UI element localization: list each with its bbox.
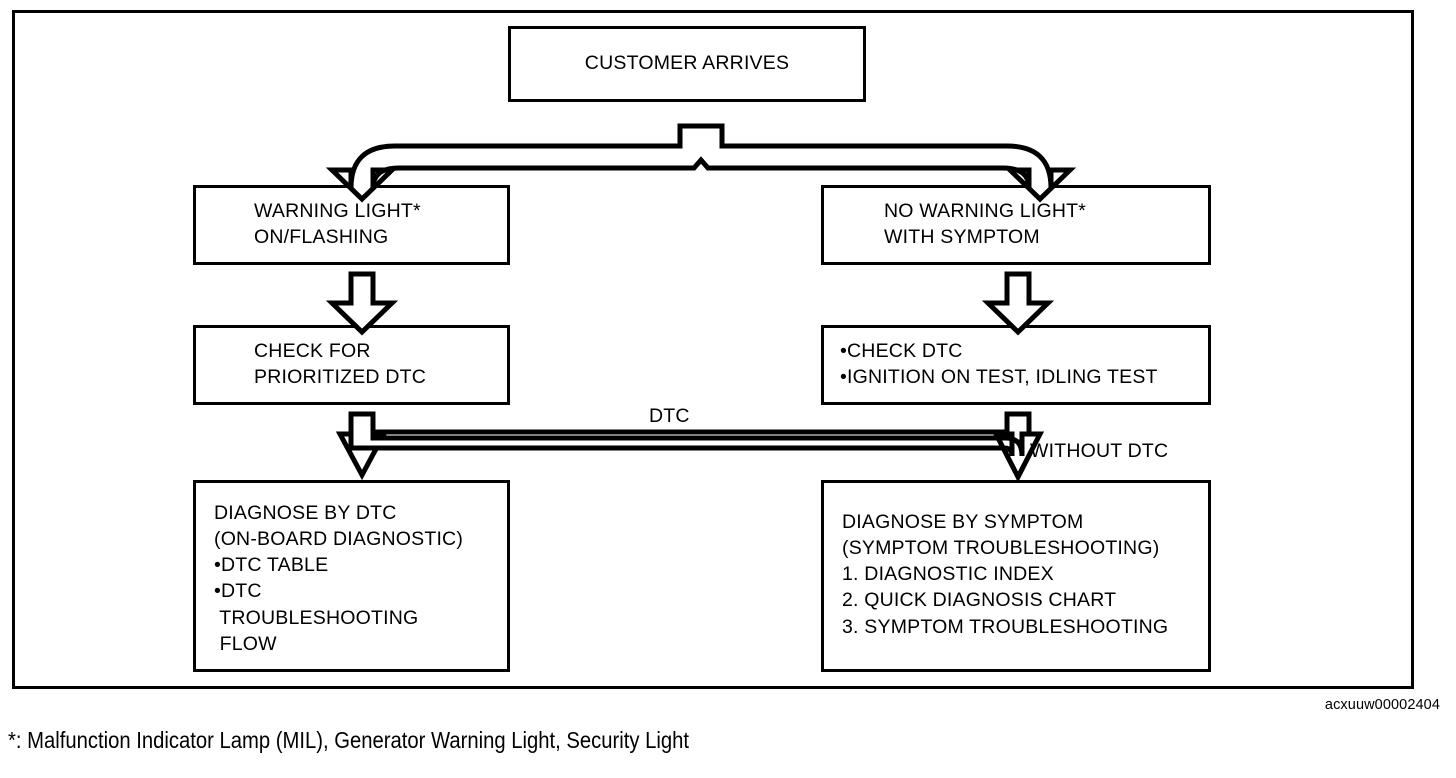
edge-label-dtc: DTC bbox=[649, 405, 690, 427]
flow-node-diagnose-by-dtc: DIAGNOSE BY DTC (ON-BOARD DIAGNOSTIC) •D… bbox=[193, 480, 510, 672]
node-line: PRIORITIZED DTC bbox=[254, 366, 426, 388]
node-line: WARNING LIGHT* bbox=[254, 200, 421, 223]
flow-node-customer-arrives: CUSTOMER ARRIVES bbox=[508, 26, 866, 102]
figure-code: acxuuw00002404 bbox=[1324, 697, 1440, 713]
flow-node-check-prioritized-dtc: CHECK FOR PRIORITIZED DTC bbox=[193, 325, 510, 405]
figure-footnote: *: Malfunction Indicator Lamp (MIL), Gen… bbox=[8, 727, 689, 753]
node-line: 2. QUICK DIAGNOSIS CHART bbox=[842, 589, 1117, 612]
node-line: TROUBLESHOOTING bbox=[214, 606, 419, 629]
node-line: (SYMPTOM TROUBLESHOOTING) bbox=[842, 537, 1160, 560]
node-line: DIAGNOSE BY SYMPTOM bbox=[842, 511, 1084, 533]
flow-node-no-warning-light: NO WARNING LIGHT* WITH SYMPTOM bbox=[821, 185, 1211, 265]
node-line: 3. SYMPTOM TROUBLESHOOTING bbox=[842, 615, 1169, 638]
node-line: (ON-BOARD DIAGNOSTIC) bbox=[214, 528, 464, 551]
node-line: •DTC bbox=[214, 580, 262, 603]
flow-node-check-dtc: •CHECK DTC •IGNITION ON TEST, IDLING TES… bbox=[821, 325, 1211, 405]
flow-node-diagnose-by-symptom: DIAGNOSE BY SYMPTOM (SYMPTOM TROUBLESHOO… bbox=[821, 480, 1211, 672]
node-line: FLOW bbox=[214, 632, 277, 655]
node-line: •DTC TABLE bbox=[214, 554, 329, 577]
node-line: CUSTOMER ARRIVES bbox=[584, 52, 790, 75]
node-line: ON/FLASHING bbox=[254, 226, 389, 248]
flow-node-warning-light: WARNING LIGHT* ON/FLASHING bbox=[193, 185, 510, 265]
node-line: CHECK FOR bbox=[254, 340, 371, 363]
node-line: •IGNITION ON TEST, IDLING TEST bbox=[840, 366, 1158, 388]
edge-label-without-dtc: WITHOUT DTC bbox=[1030, 440, 1169, 462]
node-line: NO WARNING LIGHT* bbox=[884, 200, 1087, 223]
node-line: •CHECK DTC bbox=[840, 340, 963, 363]
node-line: DIAGNOSE BY DTC bbox=[214, 502, 397, 524]
node-line: 1. DIAGNOSTIC INDEX bbox=[842, 563, 1054, 586]
node-line: WITH SYMPTOM bbox=[884, 226, 1040, 248]
